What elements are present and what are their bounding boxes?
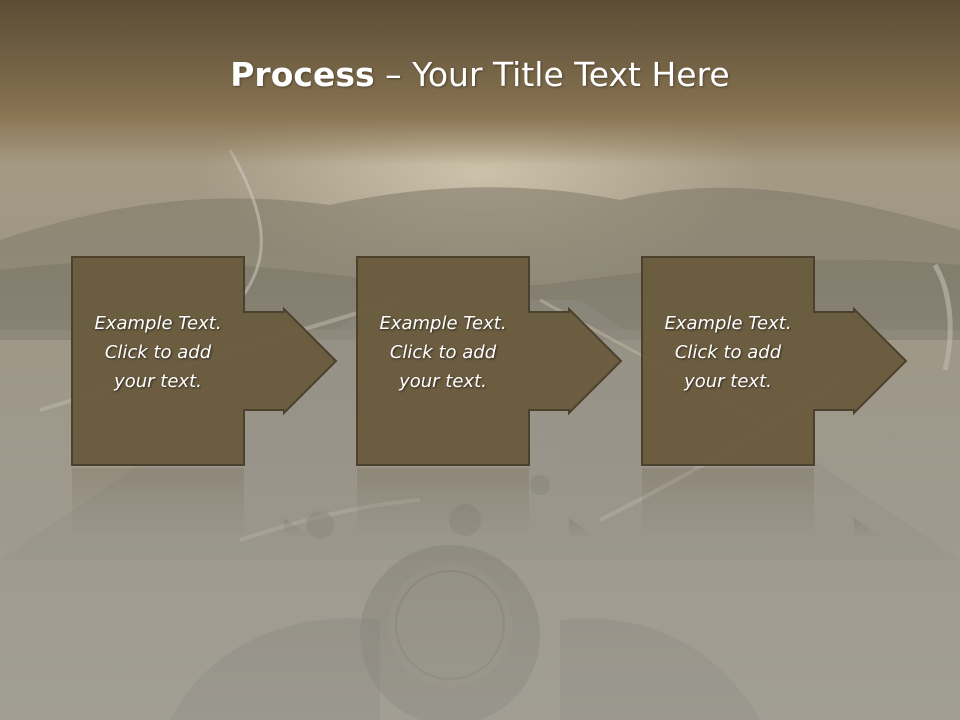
step-3-line-2: Click to add [674, 342, 782, 363]
step-1-box-arrow [71, 256, 338, 466]
process-step-3[interactable]: Example Text. Click to add your text. [641, 256, 960, 467]
step-2-line-1: Example Text. [379, 313, 507, 334]
step-3-reflection [642, 468, 882, 538]
title-band [0, 0, 960, 165]
process-step-1[interactable]: Example Text. Click to add your text. [71, 256, 412, 467]
title-bold: Process [230, 55, 375, 94]
step-3-line-1: Example Text. [664, 313, 792, 334]
step-2-box-arrow [356, 256, 623, 466]
step-3-line-3: your text. [684, 371, 772, 392]
step-2-line-3: your text. [399, 371, 487, 392]
step-1-text[interactable]: Example Text. Click to add your text. [72, 309, 244, 396]
process-step-2[interactable]: Example Text. Click to add your text. [356, 256, 697, 467]
step-1-line-3: your text. [114, 371, 202, 392]
step-3-box-arrow [641, 256, 908, 466]
step-2-reflection [357, 468, 597, 538]
step-1-reflection [72, 468, 312, 538]
slide-title[interactable]: Process – Your Title Text Here [0, 52, 960, 98]
step-1-line-2: Click to add [104, 342, 212, 363]
title-rest: – Your Title Text Here [374, 55, 730, 94]
step-2-text[interactable]: Example Text. Click to add your text. [357, 309, 529, 396]
step-3-text[interactable]: Example Text. Click to add your text. [642, 309, 814, 396]
step-1-line-1: Example Text. [94, 313, 222, 334]
step-2-line-2: Click to add [389, 342, 497, 363]
